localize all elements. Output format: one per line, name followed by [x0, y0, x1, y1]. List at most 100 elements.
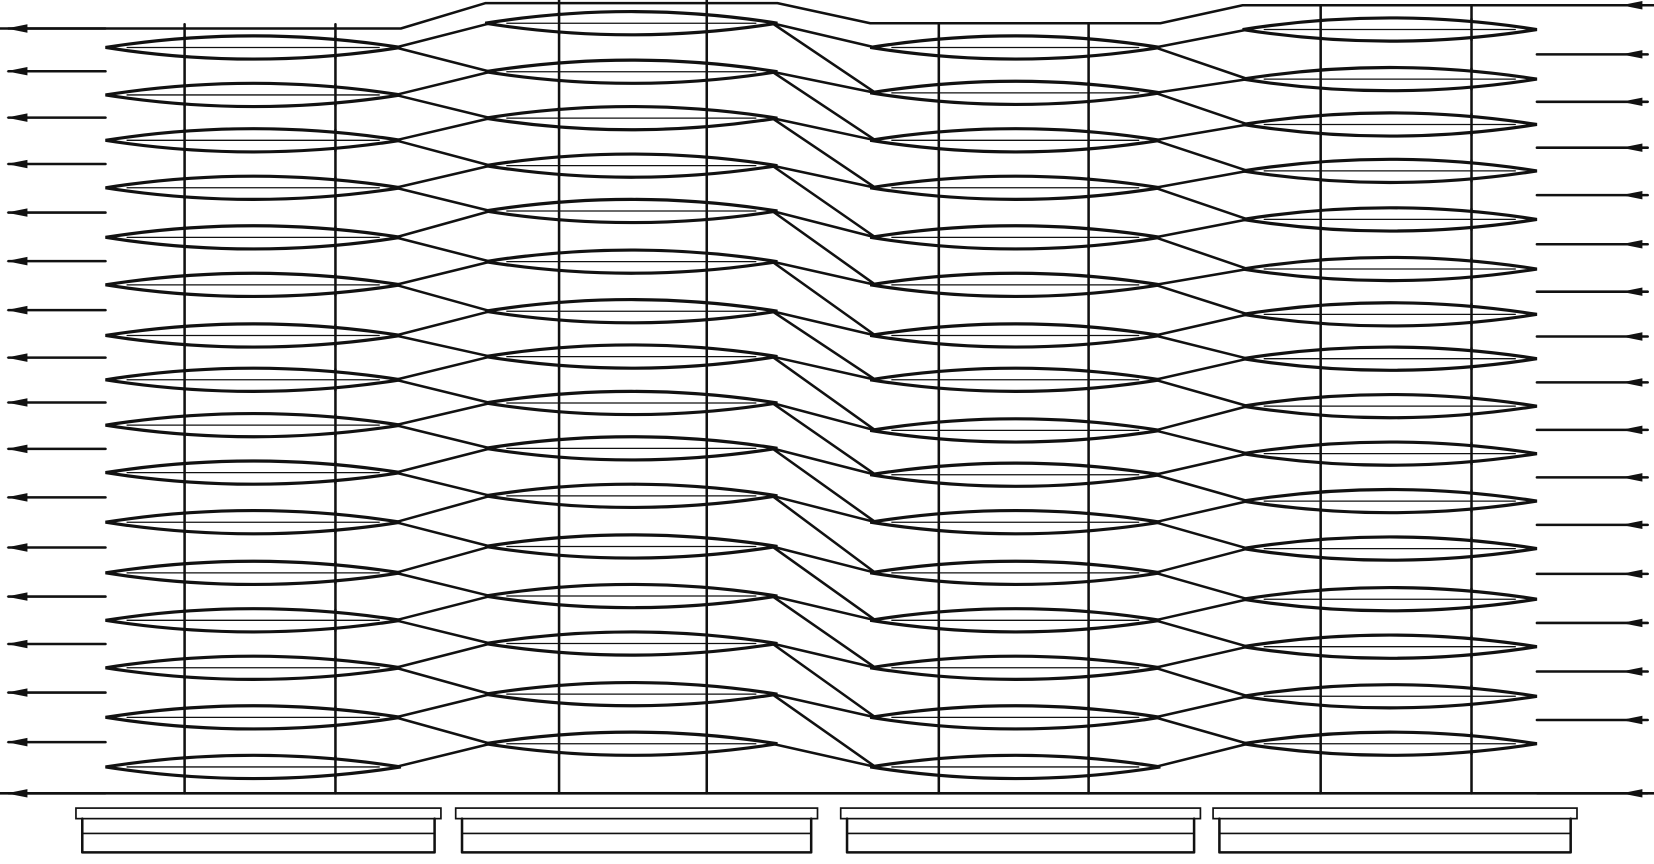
belt-segment: [770, 494, 877, 524]
left-arrowhead-icon: [6, 305, 28, 315]
base-body: [845, 817, 1196, 854]
belt-segment: [394, 571, 492, 598]
belt-segment: [770, 594, 877, 670]
right-arrowhead-icon: [1621, 50, 1643, 59]
belt-segment: [1153, 571, 1250, 601]
right-arrowhead-icon: [1621, 715, 1643, 725]
belt-segment: [770, 309, 877, 337]
left-arrowhead-icon: [6, 444, 28, 454]
belt-segment: [1153, 218, 1250, 239]
left-arrowhead-icon: [6, 113, 28, 122]
belt-segment: [770, 401, 877, 476]
right-arrowhead-icon: [1621, 190, 1643, 200]
belt-segment: [1153, 645, 1250, 670]
belt-segment: [770, 494, 877, 575]
right-arrowhead-icon: [1621, 618, 1643, 628]
belt-segment: [1153, 186, 1250, 221]
base-top-plate: [454, 807, 819, 820]
left-arrowhead-icon: [6, 688, 28, 697]
right-arrowhead-icon: [1621, 520, 1643, 530]
belt-segment: [1153, 283, 1250, 316]
belt-segment: [394, 116, 492, 142]
belt-segment: [770, 70, 877, 95]
belt-segment: [394, 139, 492, 167]
belt-segment: [394, 334, 492, 358]
belt-segment: [1153, 520, 1250, 550]
belt-segment: [394, 283, 492, 313]
belt-segment: [394, 164, 492, 190]
belt-segment: [394, 619, 492, 645]
belt-segment: [770, 260, 877, 287]
base-body: [1218, 817, 1572, 854]
belt-segment: [770, 545, 877, 622]
belt-segment: [1153, 404, 1250, 432]
belt-segment: [394, 545, 492, 575]
belt-segment: [1153, 28, 1250, 49]
belt-segment: [770, 116, 877, 142]
base-body: [460, 817, 813, 854]
left-arrowhead-icon: [6, 353, 28, 362]
left-arrowhead-icon: [6, 592, 28, 601]
belt-segment: [1153, 169, 1250, 190]
belt-segment: [1153, 267, 1250, 287]
belt-segment: [770, 545, 877, 575]
belt-segment: [1153, 666, 1250, 698]
belt-segment: [1153, 452, 1250, 476]
base-body: [81, 817, 436, 854]
belt-segment: [1153, 357, 1250, 382]
right-arrowhead-icon: [1621, 143, 1643, 152]
belt-segment: [1153, 742, 1250, 769]
belt-segment: [394, 21, 492, 49]
belt-segment: [1153, 77, 1250, 95]
right-arrowhead-icon: [1621, 569, 1643, 579]
base-top-plate: [75, 807, 442, 820]
belt-segment: [394, 494, 492, 524]
belt-lines: [0, 1, 1654, 795]
belt-segment: [770, 642, 877, 670]
belt-segment: [770, 209, 877, 239]
belt-segment: [394, 716, 492, 746]
belt-segment: [1153, 139, 1250, 173]
belt-segment: [770, 594, 877, 622]
left-arrowhead-icon: [6, 208, 28, 217]
belt-segment: [1153, 597, 1250, 622]
right-arrowhead-icon: [1621, 473, 1643, 482]
belt-segment: [770, 355, 877, 432]
belt-segment: [770, 164, 877, 239]
left-arrowhead-icon: [6, 543, 28, 552]
belt-segment: [394, 447, 492, 474]
right-arrowhead-icon: [1621, 287, 1643, 296]
belt-segment: [394, 93, 492, 120]
belt-segment: [770, 447, 877, 476]
discs: [105, 10, 1538, 781]
belt-segment: [770, 692, 877, 769]
right-arrowhead-icon: [1621, 332, 1643, 341]
belt-segment: [770, 21, 877, 49]
belt-segment: [394, 666, 492, 696]
right-arrowhead-icon: [1621, 667, 1643, 676]
belt-segment: [394, 186, 492, 213]
left-arrowhead-icon: [6, 159, 28, 169]
belt-segment: [394, 46, 492, 74]
belt-segment: [394, 642, 492, 670]
belt-segment: [394, 236, 492, 263]
belt-segment: [394, 209, 492, 239]
belt-segment: [394, 378, 492, 405]
right-arrowhead-icon: [1621, 425, 1643, 435]
belt-segment: [770, 209, 877, 287]
belt-segment: [394, 355, 492, 382]
belt-segment: [394, 471, 492, 498]
right-arrowhead-icon: [1621, 378, 1643, 387]
belt-segment: [394, 423, 492, 450]
belt-segment: [1153, 378, 1250, 408]
belt-segment: [770, 70, 877, 142]
belt-segment: [394, 309, 492, 337]
belt-segment: [1153, 694, 1250, 719]
belt-segment: [770, 642, 877, 719]
left-arrowhead-icon: [6, 493, 28, 502]
belt-segment: [1153, 123, 1250, 142]
belt-segment: [770, 260, 877, 337]
belt-segment: [770, 355, 877, 382]
belt-segment: [770, 401, 877, 432]
left-arrowhead-icon: [6, 66, 28, 76]
